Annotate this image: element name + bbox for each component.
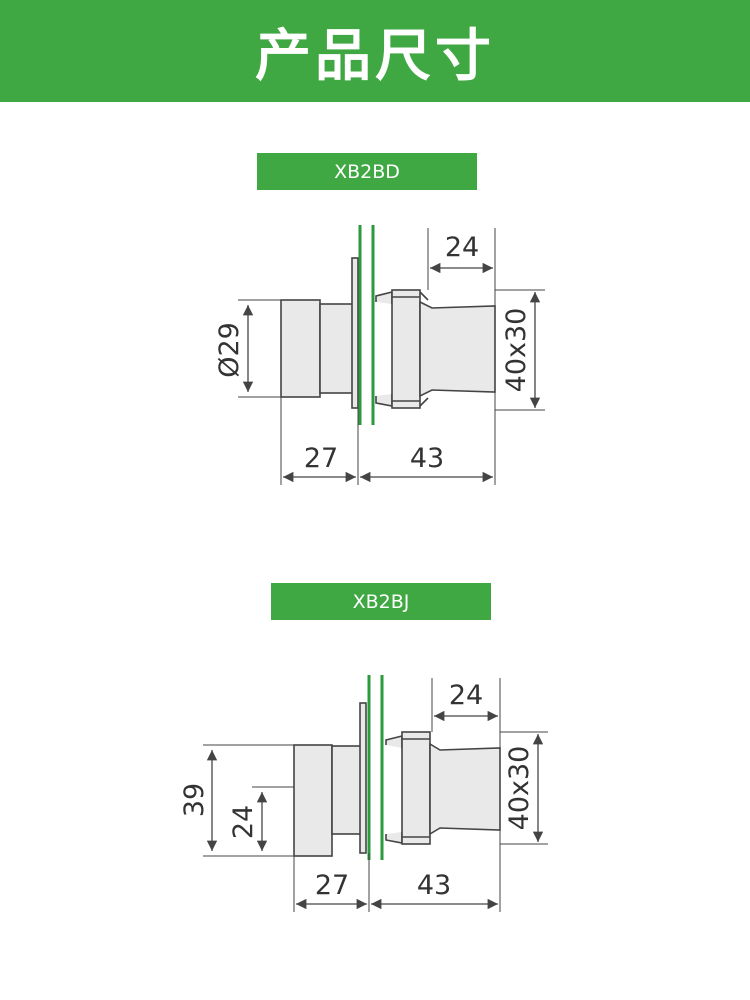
dim-rear-width: 24 [449, 680, 483, 711]
dim-rear-size: 40x30 [504, 746, 535, 831]
header-banner: 产品尺寸 [0, 0, 750, 102]
dim-height-outer: 39 [179, 783, 210, 817]
dim-length-front: 27 [315, 870, 349, 901]
dim-diameter: Ø29 [214, 322, 245, 378]
diagram-xb2bj [203, 675, 548, 912]
button-collar [319, 303, 355, 394]
model-label-xb2bd: XB2BD [257, 153, 477, 190]
diagram-xb2bd [238, 225, 545, 485]
contact-block [429, 742, 501, 836]
button-head [293, 744, 333, 857]
page-title: 产品尺寸 [255, 23, 495, 89]
dim-rear-size: 40x30 [501, 308, 532, 393]
clamp-body [391, 289, 421, 409]
model-label-text: XB2BD [334, 160, 400, 183]
dim-length-front: 27 [304, 443, 338, 474]
dim-rear-width: 24 [445, 232, 479, 263]
button-collar [331, 745, 363, 835]
clamp-tabs [419, 291, 429, 407]
model-label-xb2bj: XB2BJ [271, 583, 491, 620]
contact-block [419, 300, 496, 398]
dim-height-inner: 24 [228, 805, 259, 839]
clamp-body [401, 731, 431, 845]
dim-length-back: 43 [417, 870, 451, 901]
clamp-claws [385, 734, 403, 844]
mount-flange [359, 702, 367, 854]
button-head [280, 299, 321, 398]
clamp-claws [375, 290, 393, 407]
mount-flange [351, 257, 359, 409]
dim-length-back: 43 [410, 443, 444, 474]
model-label-text: XB2BJ [352, 590, 410, 613]
